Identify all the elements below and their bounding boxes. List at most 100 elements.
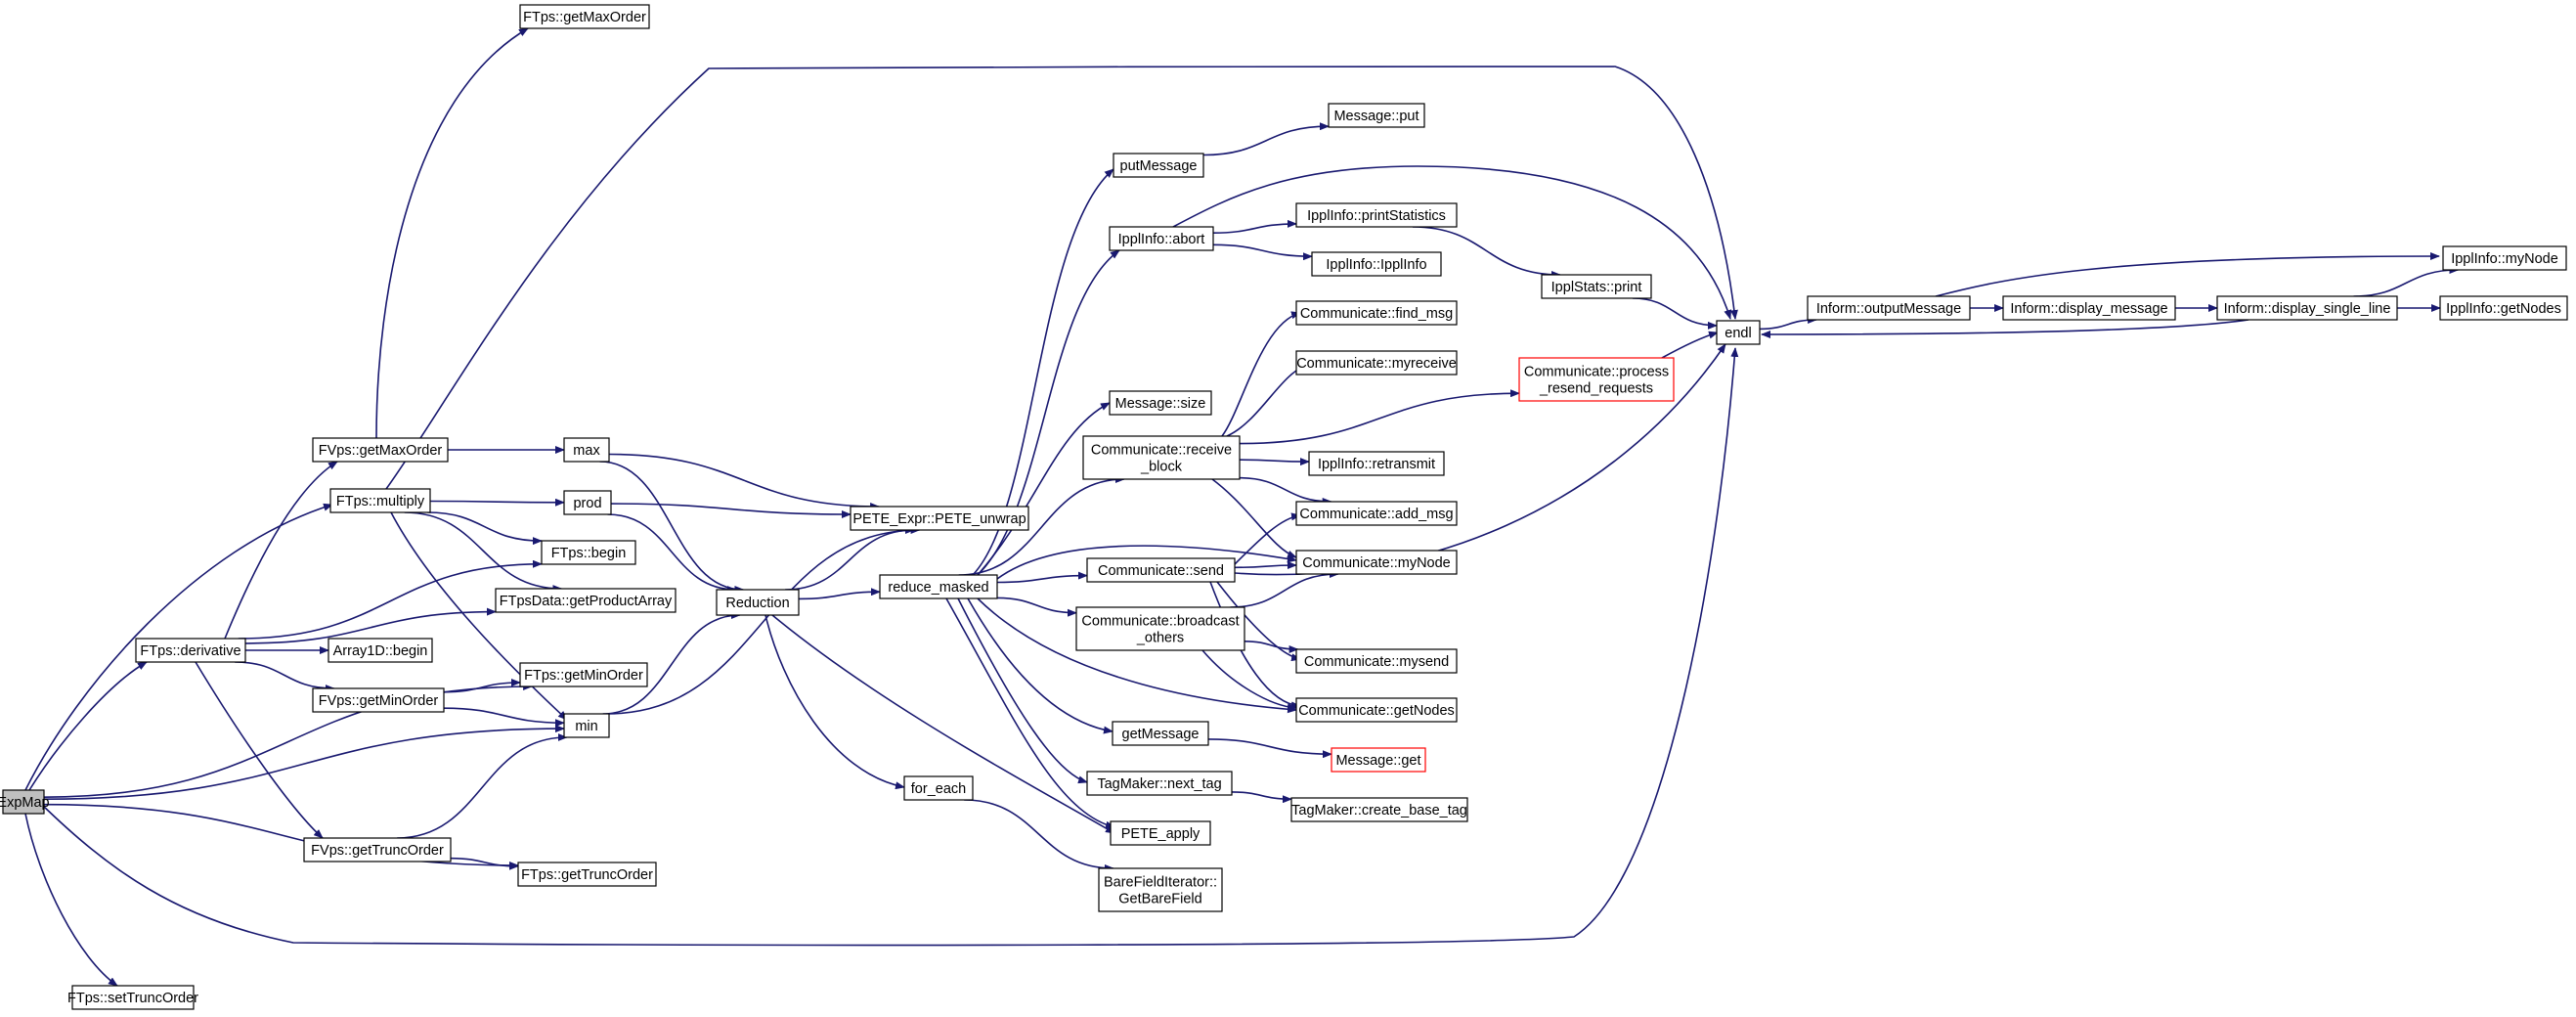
node-inform-display-single-line[interactable]: Inform::display_single_line <box>2216 295 2398 321</box>
node-label: Communicate::getNodes <box>1298 703 1455 719</box>
node-box <box>2216 295 2398 321</box>
node-communicate-getnodes[interactable]: Communicate::getNodes <box>1295 697 1458 723</box>
node-barefielditerator-getbarefield[interactable]: BareFieldIterator::GetBareField <box>1098 867 1223 912</box>
node-communicate-send[interactable]: Communicate::send <box>1086 557 1236 583</box>
node-ipplinfo-abort[interactable]: IpplInfo::abort <box>1109 226 1214 251</box>
node-box <box>1308 451 1445 476</box>
node-ftps-getmaxorder[interactable]: FTps::getMaxOrder <box>519 4 650 29</box>
node-reduce-masked[interactable]: reduce_masked <box>879 574 998 599</box>
node-box <box>1295 501 1458 526</box>
call-edge <box>1201 649 1297 712</box>
node-label: _block <box>1140 460 1183 475</box>
node-label: Message::size <box>1115 396 1206 412</box>
node-message-get[interactable]: Message::get <box>1331 747 1426 773</box>
node-box <box>541 540 636 565</box>
node-max[interactable]: max <box>563 437 610 463</box>
node-reduction[interactable]: Reduction <box>716 589 800 616</box>
edge-arrow-communicate-broadcast-others-to-communicate-mysend <box>1244 641 1299 653</box>
node-label: FTpsData::getProductArray <box>500 594 673 609</box>
node-box <box>1716 320 1761 345</box>
node-ftps-begin[interactable]: FTps::begin <box>541 540 636 565</box>
node-communicate-mynode[interactable]: Communicate::myNode <box>1295 550 1458 575</box>
node-for-each[interactable]: for_each <box>903 775 974 801</box>
node-label: IpplInfo::retransmit <box>1318 457 1435 472</box>
call-edge <box>390 511 568 721</box>
call-edge <box>1761 319 2249 338</box>
node-box <box>850 506 1029 531</box>
node-fvps-getminorder[interactable]: FVps::getMinOrder <box>312 687 445 713</box>
node-communicate-myreceive[interactable]: Communicate::myreceive <box>1295 350 1458 376</box>
node-label: GetBareField <box>1118 892 1201 907</box>
node-box <box>329 488 431 513</box>
node-ftps-derivative[interactable]: FTps::derivative <box>135 638 246 663</box>
node-box <box>563 437 610 463</box>
call-edge <box>1207 738 1332 759</box>
edge-arrow-expmap-to-ftps-getminorder <box>43 683 534 798</box>
node-endl[interactable]: endl <box>1716 320 1761 345</box>
node-fvps-getmaxorder[interactable]: FVps::getMaxOrder <box>312 437 449 463</box>
node-communicate-broadcast-others[interactable]: Communicate::broadcast_others <box>1075 606 1245 651</box>
node-pete-apply[interactable]: PETE_apply <box>1110 820 1211 846</box>
node-box <box>1295 202 1458 228</box>
node-tagmaker-next-tag[interactable]: TagMaker::next_tag <box>1086 771 1233 796</box>
node-message-put[interactable]: Message::put <box>1328 103 1425 128</box>
node-communicate-find-msg[interactable]: Communicate::find_msg <box>1295 300 1458 326</box>
node-label: IpplInfo::IpplInfo <box>1326 257 1426 273</box>
node-ipplinfo-ipplinfo[interactable]: IpplInfo::IpplInfo <box>1311 251 1442 277</box>
node-ipplinfo-retransmit[interactable]: IpplInfo::retransmit <box>1308 451 1445 476</box>
node-putmessage[interactable]: putMessage <box>1113 153 1204 178</box>
node-min[interactable]: min <box>563 713 610 738</box>
node-label: Communicate::find_msg <box>1300 306 1453 322</box>
node-label: IpplInfo::myNode <box>2451 251 2558 267</box>
edge-arrow-communicate-receive-block-to-ipplinfo-retransmit <box>1239 458 1310 466</box>
node-ipplinfo-getnodes[interactable]: IpplInfo::getNodes <box>2439 295 2568 321</box>
node-label: IpplInfo::getNodes <box>2446 301 2561 317</box>
node-ipplinfo-printstatistics[interactable]: IpplInfo::printStatistics <box>1295 202 1458 228</box>
edge-arrow-min-to-reduction <box>602 611 741 715</box>
node-fvps-gettruncorder[interactable]: FVps::getTruncOrder <box>303 837 452 862</box>
node-array1d-begin[interactable]: Array1D::begin <box>327 638 433 663</box>
node-expmap[interactable]: ExpMap <box>0 789 50 815</box>
node-box <box>1082 435 1241 480</box>
call-edge <box>1234 512 1301 565</box>
node-communicate-receive-block[interactable]: Communicate::receive_block <box>1082 435 1241 480</box>
node-label: Communicate::myNode <box>1302 555 1451 571</box>
node-inform-display-message[interactable]: Inform::display_message <box>2002 295 2176 321</box>
call-edge <box>43 683 534 798</box>
node-ftpsdata-getproductarray[interactable]: FTpsData::getProductArray <box>495 588 677 613</box>
node-label: putMessage <box>1120 158 1198 174</box>
call-edge <box>996 571 1088 584</box>
node-tagmaker-create-base-tag[interactable]: TagMaker::create_base_tag <box>1290 797 1468 822</box>
node-ipplinfo-mynode[interactable]: IpplInfo::myNode <box>2442 245 2567 271</box>
node-message-size[interactable]: Message::size <box>1109 390 1212 416</box>
edge-arrow-fvps-getmaxorder-to-ftps-getmaxorder <box>375 27 529 439</box>
node-ipplstats-print[interactable]: IpplStats::print <box>1541 274 1652 299</box>
call-edge <box>244 607 497 644</box>
call-edge <box>43 725 565 800</box>
node-getmessage[interactable]: getMessage <box>1112 721 1209 746</box>
node-ftps-getminorder[interactable]: FTps::getMinOrder <box>519 662 648 687</box>
node-inform-outputmessage[interactable]: Inform::outputMessage <box>1807 295 1971 321</box>
node-pete-expr-pete-unwrap[interactable]: PETE_Expr::PETE_unwrap <box>850 506 1029 531</box>
node-ftps-gettruncorder[interactable]: FTps::getTruncOrder <box>517 862 657 887</box>
edge-arrow-communicate-process-resend-requests-to-endl <box>1661 331 1719 359</box>
call-edge <box>443 679 521 693</box>
edge-arrow-communicate-send-to-communicate-add-msg <box>1234 512 1301 565</box>
node-label: FTps::begin <box>551 546 627 561</box>
call-edge <box>24 503 333 791</box>
node-communicate-mysend[interactable]: Communicate::mysend <box>1295 648 1458 674</box>
edge-arrow-expmap-to-ftps-gettruncorder <box>43 803 519 869</box>
call-edge <box>1234 561 1297 570</box>
node-ftps-settruncorder[interactable]: FTps::setTruncOrder <box>67 985 198 1010</box>
node-label: FVps::getMaxOrder <box>319 443 443 459</box>
node-label: min <box>575 719 597 734</box>
call-edge <box>1202 122 1330 156</box>
node-communicate-add-msg[interactable]: Communicate::add_msg <box>1295 501 1458 526</box>
node-ftps-multiply[interactable]: FTps::multiply <box>329 488 431 513</box>
call-edge <box>977 249 1120 576</box>
call-edge <box>224 461 338 640</box>
node-communicate-process-resend-requests[interactable]: Communicate::process_resend_requests <box>1518 357 1675 402</box>
node-prod[interactable]: prod <box>563 490 612 515</box>
edge-arrow-min-to-pete-expr-pete-unwrap <box>606 526 921 715</box>
call-edge <box>1230 570 1339 608</box>
